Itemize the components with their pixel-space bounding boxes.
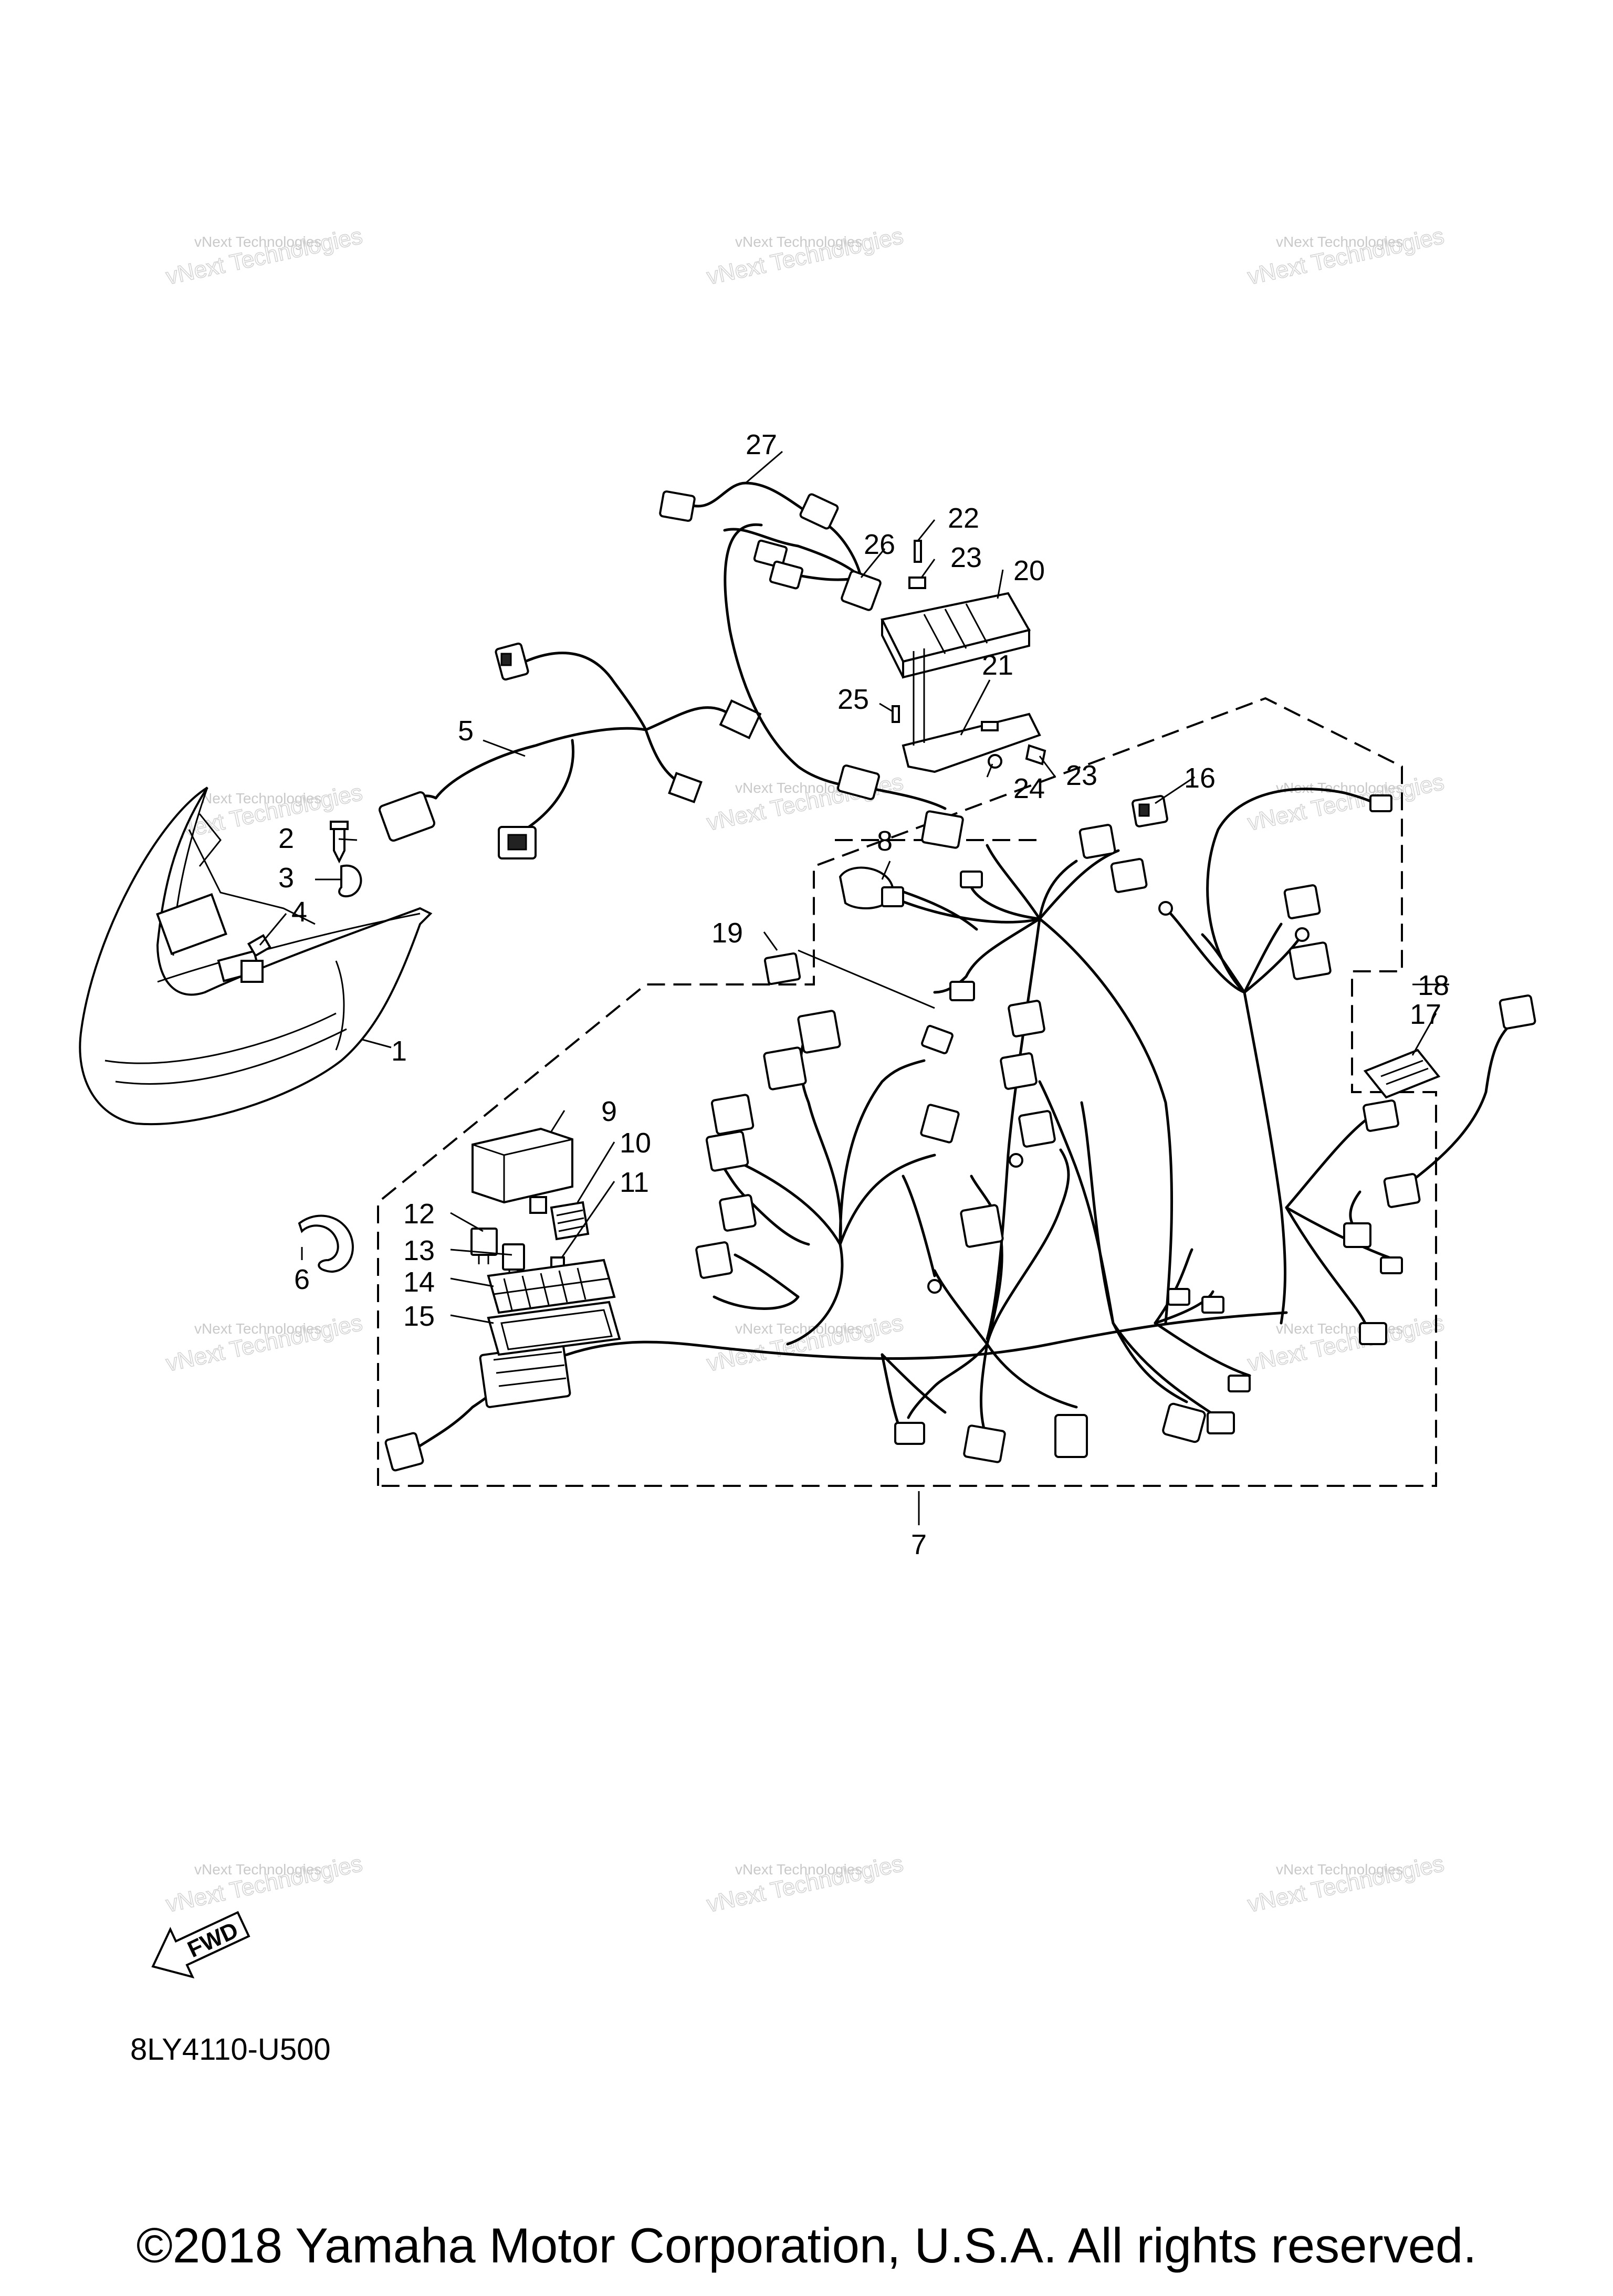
bracket-21 — [902, 648, 1041, 773]
callout-4: 4 — [291, 896, 307, 928]
svg-text:vNext Technologies: vNext Technologies — [1245, 223, 1447, 290]
diagram-code: 8LY4110-U500 — [130, 2032, 331, 2067]
callout-25: 25 — [837, 684, 869, 715]
grommet-23b — [1025, 744, 1046, 766]
watermark: vNext Technologies vNext Technologies — [1245, 1309, 1447, 1377]
svg-text:vNext Technologies: vNext Technologies — [164, 1851, 365, 1917]
callout-14: 14 — [403, 1266, 435, 1298]
connector-19 — [763, 949, 935, 1009]
callout-23b: 23 — [1066, 760, 1097, 791]
fuse-block-10 — [550, 1201, 590, 1241]
assembly-outline-7 — [377, 697, 1437, 1487]
label-18 — [1363, 1049, 1441, 1099]
callout-12: 12 — [403, 1198, 435, 1230]
headlight-cowl — [79, 787, 433, 1126]
callout-2: 2 — [278, 823, 294, 854]
svg-text:vNext Technologies: vNext Technologies — [735, 234, 862, 250]
callout-13: 13 — [403, 1235, 435, 1266]
callout-7: 7 — [911, 1529, 927, 1560]
connector-16 — [1132, 795, 1168, 827]
callout-19: 19 — [711, 917, 743, 949]
svg-text:vNext Technologies: vNext Technologies — [194, 790, 321, 806]
callout-16: 16 — [1184, 762, 1216, 794]
svg-text:vNext Technologies: vNext Technologies — [164, 1310, 365, 1377]
callout-27: 27 — [746, 429, 777, 460]
svg-text:vNext Technologies: vNext Technologies — [1245, 1851, 1447, 1917]
svg-text:vNext Technologies: vNext Technologies — [1276, 234, 1403, 250]
callout-26: 26 — [864, 529, 895, 560]
fuse-box-14 — [487, 1259, 616, 1314]
callouts: 1 2 3 4 5 6 7 8 9 10 11 12 13 14 15 16 1… — [278, 429, 1449, 1560]
band-6 — [298, 1214, 354, 1273]
callout-6: 6 — [294, 1264, 310, 1295]
relay-12 — [470, 1228, 498, 1264]
sub-harness-5 — [378, 642, 762, 859]
svg-text:vNext Technologies: vNext Technologies — [705, 1310, 906, 1377]
svg-text:vNext Technologies: vNext Technologies — [735, 1861, 862, 1878]
svg-text:vNext Technologies: vNext Technologies — [705, 223, 906, 290]
svg-text:vNext Technologies: vNext Technologies — [194, 1861, 321, 1878]
watermark: vNext Technologies vNext Technologies — [704, 1850, 906, 1918]
svg-text:vNext Technologies: vNext Technologies — [705, 1851, 906, 1917]
leader-lines — [259, 450, 1449, 1525]
callout-22: 22 — [948, 502, 979, 534]
watermark: vNext Technologies vNext Technologies — [163, 1309, 365, 1377]
relay-9 — [472, 1127, 573, 1214]
callout-24: 24 — [1013, 773, 1045, 804]
callout-3: 3 — [278, 862, 294, 894]
callout-8: 8 — [877, 825, 893, 857]
callout-21: 21 — [982, 649, 1013, 681]
svg-text:vNext Technologies: vNext Technologies — [1276, 1861, 1403, 1878]
screw-25 — [892, 705, 900, 723]
watermark: vNext Technologies vNext Technologies — [1245, 1850, 1447, 1918]
screw-22 — [914, 540, 922, 563]
grommet-23 — [908, 576, 926, 589]
callout-17: 17 — [1410, 999, 1441, 1030]
callout-9: 9 — [601, 1096, 617, 1127]
fwd-arrow-icon: FWD — [151, 1911, 250, 1979]
callout-11: 11 — [620, 1167, 649, 1198]
sub-harness-17 — [1343, 994, 1536, 1248]
sub-harness-27 — [659, 481, 947, 810]
callout-23: 23 — [950, 542, 982, 573]
svg-text:vNext Technologies: vNext Technologies — [735, 1320, 862, 1337]
callout-5: 5 — [458, 715, 474, 747]
watermark: vNext Technologies vNext Technologies — [163, 223, 365, 290]
copyright-notice: ©2018 Yamaha Motor Corporation, U.S.A. A… — [136, 2218, 1477, 2273]
callout-10: 10 — [620, 1127, 651, 1159]
main-harness-7 — [384, 788, 1403, 1472]
svg-text:vNext Technologies: vNext Technologies — [1245, 769, 1447, 836]
svg-text:vNext Technologies: vNext Technologies — [164, 223, 365, 290]
bolt-2 — [330, 821, 349, 864]
svg-text:vNext Technologies: vNext Technologies — [194, 1320, 321, 1337]
callout-18: 18 — [1418, 970, 1449, 1001]
sensor-8 — [839, 866, 983, 931]
callout-15: 15 — [403, 1301, 435, 1332]
callout-1: 1 — [391, 1035, 407, 1067]
svg-text:vNext Technologies: vNext Technologies — [194, 234, 321, 250]
holder-4 — [247, 934, 272, 957]
callout-20: 20 — [1013, 555, 1045, 586]
collar-24 — [988, 754, 1002, 769]
svg-text:vNext Technologies: vNext Technologies — [1245, 1310, 1447, 1377]
fuse-box-cover-15 — [487, 1301, 621, 1356]
watermark: vNext Technologies vNext Technologies — [163, 1850, 365, 1918]
ecu-20 — [881, 592, 1031, 679]
watermark: vNext Technologies vNext Technologies — [704, 223, 906, 290]
watermark: vNext Technologies vNext Technologies — [704, 1309, 906, 1377]
clamp-3 — [338, 864, 362, 898]
watermark: vNext Technologies vNext Technologies — [1245, 223, 1447, 290]
watermark: vNext Technologies vNext Technologies — [1245, 769, 1447, 836]
